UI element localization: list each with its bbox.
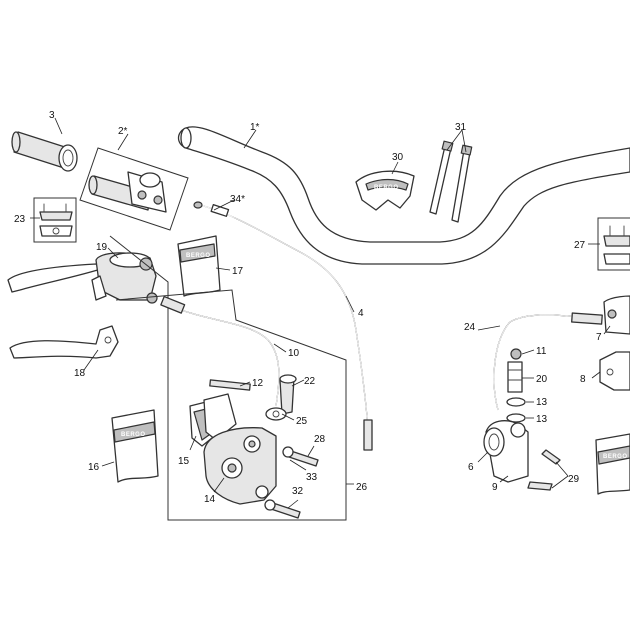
leader-lines <box>30 117 611 509</box>
callout-13a: 13 <box>536 397 548 408</box>
callout-32: 32 <box>292 486 304 497</box>
callout-30: 30 <box>392 152 404 163</box>
right-switch-kit-box <box>597 217 630 271</box>
rear-reservoir <box>603 295 630 335</box>
banjo-fitting <box>265 374 297 421</box>
brake-lever-assembly <box>7 252 158 304</box>
bar-pad: BERGO <box>355 170 415 211</box>
callout-7: 7 <box>596 332 602 343</box>
callout-29: 29 <box>568 474 580 485</box>
handlebar <box>177 126 630 265</box>
callout-9: 9 <box>492 482 498 493</box>
callout-27: 27 <box>574 240 586 251</box>
caliper-bolts <box>264 446 319 519</box>
callout-11: 11 <box>536 346 547 357</box>
callout-16: 16 <box>88 462 100 473</box>
callout-26: 26 <box>356 482 368 493</box>
callout-4: 4 <box>358 308 364 319</box>
callout-23: 23 <box>14 214 26 225</box>
right-lever-cover: BERGO <box>595 433 630 495</box>
callout-13b: 13 <box>536 414 548 425</box>
callout-12: 12 <box>252 378 264 389</box>
lever-cover-17: BERGO <box>177 235 221 297</box>
callout-34: 34* <box>230 194 245 205</box>
throttle-cable <box>193 201 373 451</box>
callout-17: 17 <box>232 266 244 277</box>
callout-2: 2* <box>118 126 128 137</box>
callout-33: 33 <box>306 472 318 483</box>
rear-brake-hose <box>493 312 603 411</box>
callout-24: 24 <box>464 322 476 333</box>
pad-pin <box>209 379 251 391</box>
callout-1: 1* <box>250 122 260 133</box>
callout-31: 31 <box>455 122 467 133</box>
grip <box>11 131 78 172</box>
callout-28: 28 <box>314 434 326 445</box>
switch-kit-box <box>33 197 77 243</box>
callout-20: 20 <box>536 374 548 385</box>
callout-14: 14 <box>204 494 216 505</box>
callout-labels: 3 2* 1* 31 30 34* 23 27 19 17 4 24 7 10 … <box>14 110 602 505</box>
callout-18: 18 <box>74 368 86 379</box>
callout-22: 22 <box>304 376 316 387</box>
throttle-assembly <box>79 147 189 231</box>
rear-master-cylinder <box>483 348 561 491</box>
callout-8: 8 <box>580 374 586 385</box>
callout-3: 3 <box>49 110 55 121</box>
lever-cover-16: BERGO <box>111 409 159 483</box>
spare-lever <box>9 325 119 359</box>
callout-6: 6 <box>468 462 474 473</box>
brake-caliper <box>203 427 277 505</box>
right-cover-brand: BERGO <box>603 454 628 460</box>
brake-hose <box>160 295 280 407</box>
callout-10: 10 <box>288 348 300 359</box>
cover16-brand: BERGO <box>121 432 146 438</box>
callout-15: 15 <box>178 456 190 467</box>
callout-25: 25 <box>296 416 308 427</box>
cable-ties <box>429 140 473 223</box>
cover17-brand: BERGO <box>186 253 211 259</box>
reservoir-bracket <box>599 351 630 391</box>
brake-system-frame <box>109 235 347 521</box>
callout-19: 19 <box>96 242 108 253</box>
bar-pad-brand: BERGO <box>374 185 399 191</box>
